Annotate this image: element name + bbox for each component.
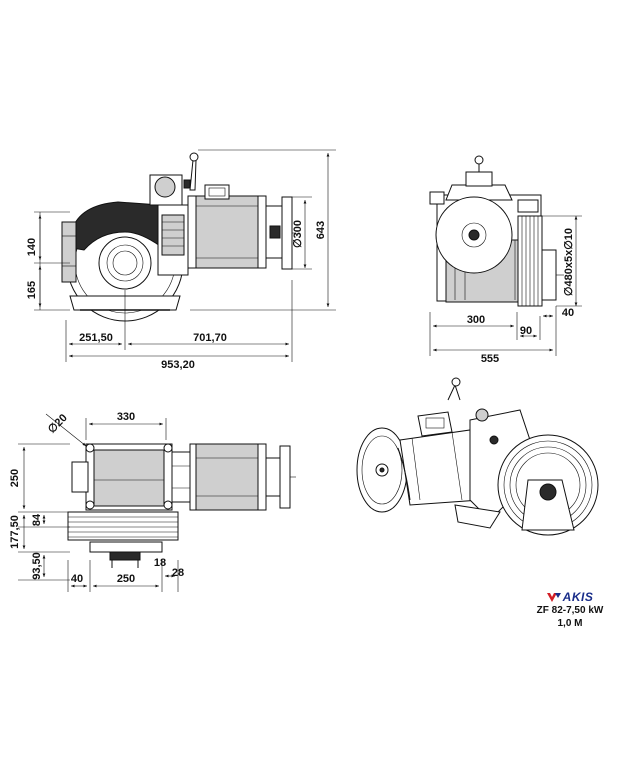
dim-front-643: 643 bbox=[315, 221, 327, 239]
dim-side-555: 555 bbox=[481, 353, 499, 365]
dim-front-dia300: ∅300 bbox=[292, 220, 304, 248]
front-handwheel bbox=[281, 196, 293, 270]
dim-top-18: 18 bbox=[154, 557, 166, 569]
dim-top-250-v: 250 bbox=[9, 469, 21, 487]
dim-top-28: 28 bbox=[172, 567, 184, 579]
brand-logo: AKIS bbox=[520, 590, 620, 604]
top-sheave bbox=[67, 511, 179, 541]
dim-front-701: 701,70 bbox=[193, 332, 227, 344]
dim-front-165: 165 bbox=[26, 281, 38, 299]
dim-side-40: 40 bbox=[562, 307, 574, 319]
dim-front-140: 140 bbox=[26, 238, 38, 256]
speed-label: 1,0 M bbox=[557, 618, 583, 629]
model-label: ZF 82-7,50 kW bbox=[536, 605, 604, 616]
dim-front-953: 953,20 bbox=[161, 359, 195, 371]
dim-top-40: 40 bbox=[71, 573, 83, 585]
dim-front-251: 251,50 bbox=[79, 332, 113, 344]
top-view bbox=[18, 413, 296, 592]
dim-top-330: 330 bbox=[117, 411, 135, 423]
brand-name: AKIS bbox=[562, 590, 594, 604]
isometric-view bbox=[356, 377, 599, 536]
dim-top-177: 177,50 bbox=[9, 515, 21, 549]
dim-side-90: 90 bbox=[520, 325, 532, 337]
dim-top-93: 93,50 bbox=[31, 552, 43, 580]
caption-block: AKIS ZF 82-7,50 kW 1,0 M bbox=[520, 590, 620, 630]
iso-motor bbox=[399, 429, 481, 506]
dim-side-sheave: ∅480x5x∅10 bbox=[563, 228, 575, 296]
dim-top-250-h: 250 bbox=[117, 573, 135, 585]
dim-top-84: 84 bbox=[31, 513, 43, 526]
side-view bbox=[429, 155, 582, 356]
svg-text:AKIS: AKIS bbox=[118, 240, 132, 246]
front-view: AKIS bbox=[34, 149, 336, 362]
dim-top-dia20: ∅20 bbox=[46, 412, 70, 436]
dim-side-300: 300 bbox=[467, 314, 485, 326]
akis-logo-icon bbox=[546, 593, 561, 602]
